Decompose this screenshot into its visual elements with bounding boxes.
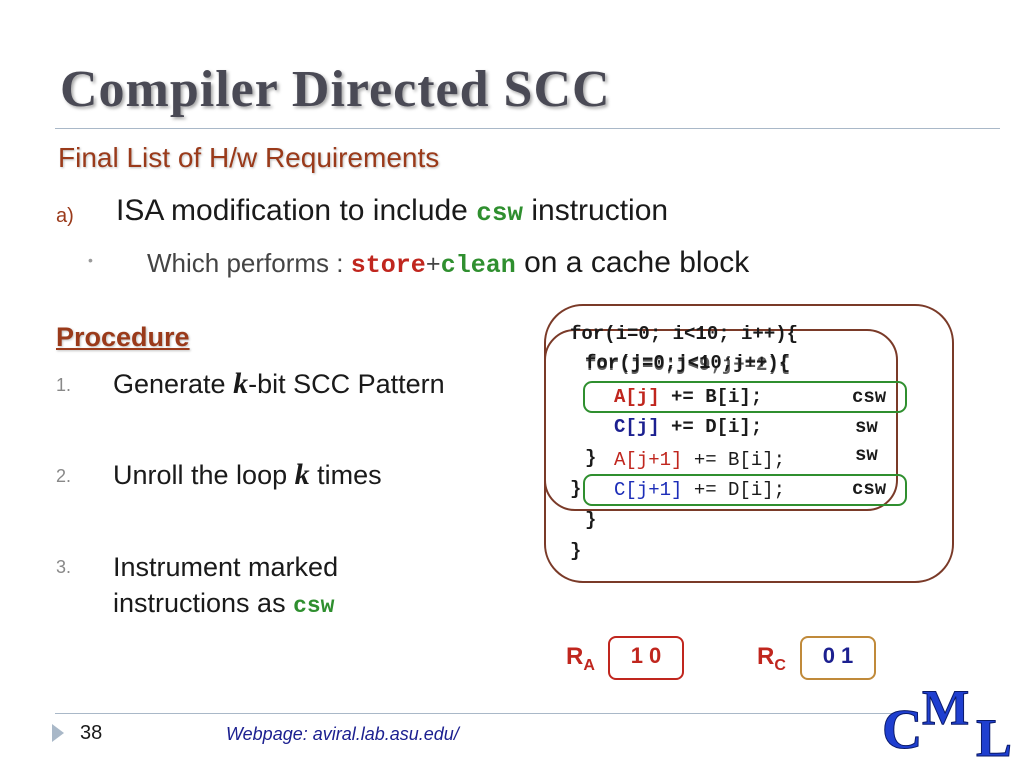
- code-a1-var: A[j]: [614, 386, 660, 408]
- bullet-icon: •: [88, 252, 93, 268]
- code-close-inner-2: }: [585, 509, 597, 531]
- requirement-b-text-after: on a cache block: [515, 246, 750, 279]
- register-rc-sub: C: [774, 656, 786, 674]
- code-a1-rest: += B[i];: [659, 386, 763, 408]
- csw-highlight-row1: [583, 381, 907, 413]
- code-c2-rest: += D[i];: [682, 479, 786, 501]
- code-a2-var: A[j+1]: [614, 449, 683, 471]
- slide-subtitle: Final List of H/w Requirements: [58, 142, 440, 173]
- code-figure: for(i=0; i<10; i++){ for(j=0;j<10;j++){ …: [540, 300, 1010, 590]
- code-row-a2: A[j+1] += B[i];: [614, 449, 785, 471]
- code-close-outer-2: }: [570, 540, 582, 562]
- footer-arrow-icon: [52, 724, 64, 742]
- svg-text:M: M: [922, 679, 969, 735]
- step-3-line2: instructions as csw: [113, 585, 338, 624]
- code-row-c2: C[j+1] += D[i];: [614, 479, 785, 501]
- code-inner-for-original: for(j=0;j<10;j++){: [585, 352, 791, 374]
- clean-code: clean: [440, 251, 516, 280]
- code-c2-var: C[j+1]: [614, 479, 683, 501]
- register-ra-label: RA: [566, 643, 595, 675]
- step-3-line1: Instrument marked: [113, 552, 339, 582]
- inner-loop-frame: [544, 329, 898, 511]
- code-a2-rest: += B[i];: [682, 449, 786, 471]
- code-close-outer: }: [570, 478, 582, 500]
- procedure-heading: Procedure: [56, 322, 190, 352]
- step-2-k: k: [294, 458, 310, 491]
- svg-text:C: C: [882, 699, 922, 761]
- outer-loop-frame: [544, 304, 954, 583]
- step-2-post: times: [309, 460, 382, 490]
- step-2-pre: Unroll the loop: [113, 460, 295, 490]
- requirement-b-text: Which performs :: [147, 248, 351, 278]
- list-marker-a: a): [56, 205, 74, 227]
- step-3-csw-code: csw: [293, 593, 335, 619]
- plus-sign: +: [425, 251, 441, 280]
- code-inner-for-unrolled: for(j=0;j<9;j+=2){: [585, 354, 791, 376]
- step-1-post: -bit SCC Pattern: [248, 369, 445, 399]
- instr-label-row3: sw: [855, 444, 878, 466]
- code-close-inner: }: [585, 447, 597, 469]
- instr-label-row4: csw: [852, 478, 887, 500]
- register-rc-label: RC: [757, 643, 786, 675]
- csw-highlight-row4: [583, 474, 907, 506]
- instr-label-row1: csw: [852, 386, 887, 408]
- register-ra-value: 1 0: [608, 636, 684, 680]
- csw-code: csw: [476, 198, 524, 228]
- code-row-a1: A[j] += B[i];: [614, 386, 762, 408]
- store-code: store: [350, 251, 426, 280]
- cml-logo: C M L: [882, 679, 1013, 767]
- page-number: 38: [80, 722, 103, 744]
- instr-label-row2: sw: [855, 416, 878, 438]
- register-ra-sub: A: [583, 656, 595, 674]
- register-rc-value: 0 1: [800, 636, 876, 680]
- step-number-1: 1.: [56, 375, 72, 395]
- slide-title: Compiler Directed SCC: [60, 61, 611, 118]
- step-1-k: k: [233, 367, 249, 400]
- code-row-c1: C[j] += D[i];: [614, 416, 762, 438]
- code-figure-frames: [544, 304, 954, 583]
- requirement-a-text-after: instruction: [523, 194, 669, 227]
- step-3-line2-text: instructions as: [113, 588, 294, 618]
- code-c1-var: C[j]: [614, 416, 660, 438]
- register-rc-letter: R: [757, 643, 775, 670]
- step-number-2: 2.: [56, 466, 72, 486]
- requirement-a-text: ISA modification to include: [116, 194, 477, 227]
- step-1-pre: Generate: [113, 369, 234, 399]
- step-2: Unroll the loop k times: [113, 458, 382, 492]
- code-outer-for: for(i=0; i<10; i++){: [570, 323, 799, 345]
- requirement-a: ISA modification to include csw instruct…: [116, 194, 668, 228]
- title-divider: [55, 128, 1000, 129]
- code-c1-rest: += D[i];: [659, 416, 763, 438]
- step-number-3: 3.: [56, 557, 72, 577]
- step-1: Generate k-bit SCC Pattern: [113, 367, 445, 401]
- svg-text:L: L: [976, 708, 1012, 766]
- register-ra-letter: R: [566, 643, 584, 670]
- webpage-link[interactable]: Webpage: aviral.lab.asu.edu/: [226, 724, 459, 744]
- footer-divider: [55, 713, 900, 714]
- requirement-b: Which performs : store+clean on a cache …: [147, 246, 749, 280]
